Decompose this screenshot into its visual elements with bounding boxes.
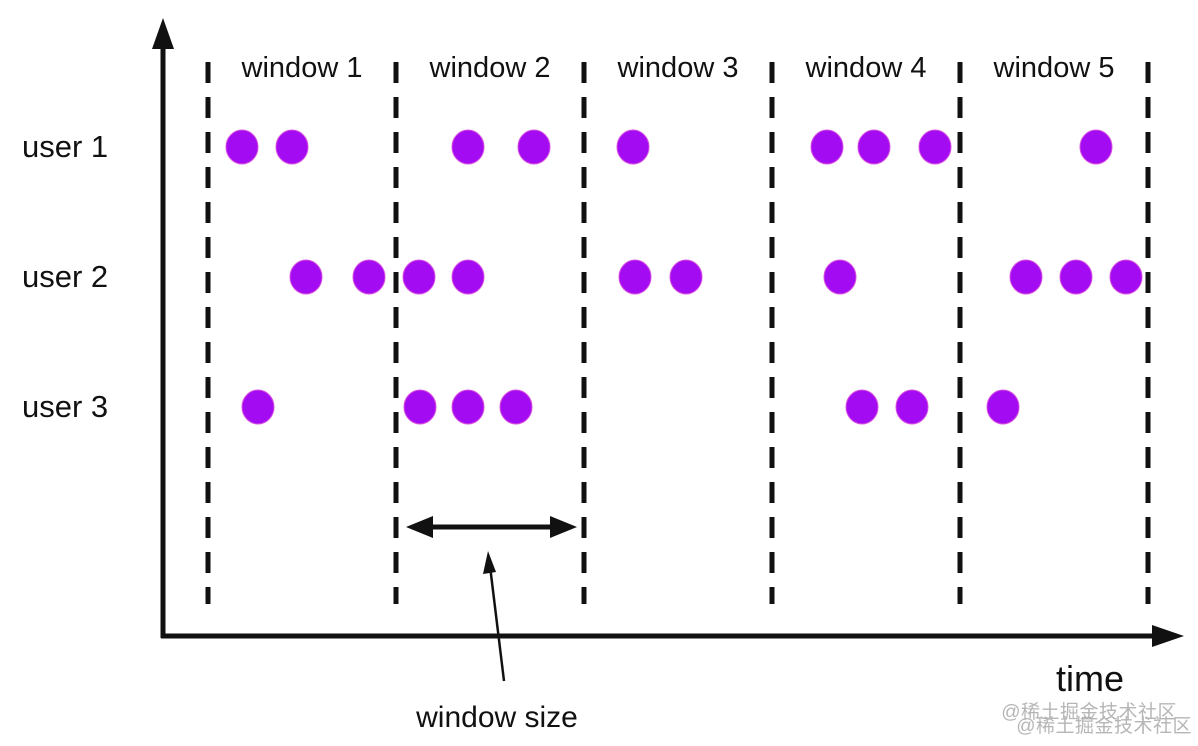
event-dot <box>352 259 386 295</box>
window-label: window 5 <box>993 52 1115 84</box>
event-dot <box>225 129 259 165</box>
y-axis <box>152 18 174 638</box>
x-axis <box>161 625 1184 647</box>
event-dot <box>669 259 703 295</box>
pointer-arrowhead-icon <box>483 551 496 574</box>
window-label: window 3 <box>617 52 739 84</box>
x-axis-arrowhead-icon <box>1152 625 1184 647</box>
event-dot <box>499 389 533 425</box>
row-label: user 2 <box>22 259 109 294</box>
events-layer <box>205 62 1151 604</box>
event-dot <box>810 129 844 165</box>
event-dot <box>918 129 952 165</box>
event-dot <box>1079 129 1113 165</box>
event-dot <box>402 259 436 295</box>
y-axis-arrowhead-icon <box>152 18 174 49</box>
event-dot <box>1109 259 1143 295</box>
event-dot <box>289 259 323 295</box>
event-dot <box>1009 259 1043 295</box>
event-dot <box>275 129 309 165</box>
event-dot <box>451 389 485 425</box>
watermark-text-2: @稀土掘金技术社区 <box>1016 716 1192 737</box>
event-dot <box>895 389 929 425</box>
window-size-arrow-right-head-icon <box>550 516 577 538</box>
event-dot <box>618 259 652 295</box>
row-label: user 3 <box>22 389 109 424</box>
event-dot <box>451 129 485 165</box>
event-dot <box>403 389 437 425</box>
x-axis-label: time <box>1056 658 1125 699</box>
window-label: window 2 <box>429 52 551 84</box>
window-size-arrow-left-head-icon <box>406 516 433 538</box>
window-label: window 1 <box>241 52 363 84</box>
event-dot <box>241 389 275 425</box>
event-dot <box>857 129 891 165</box>
row-label: user 1 <box>22 129 109 164</box>
event-dot <box>823 259 857 295</box>
window-size-arrow <box>406 516 577 538</box>
event-dot <box>616 129 650 165</box>
event-dot <box>451 259 485 295</box>
window-size-label: window size <box>416 701 578 734</box>
event-dot <box>517 129 551 165</box>
window-size-pointer-arrow <box>483 551 506 682</box>
event-dot <box>845 389 879 425</box>
event-dot <box>1059 259 1093 295</box>
event-dot <box>986 389 1020 425</box>
window-label: window 4 <box>805 52 927 84</box>
watermark-text-1: @稀土掘金技术社区 <box>1001 702 1177 723</box>
